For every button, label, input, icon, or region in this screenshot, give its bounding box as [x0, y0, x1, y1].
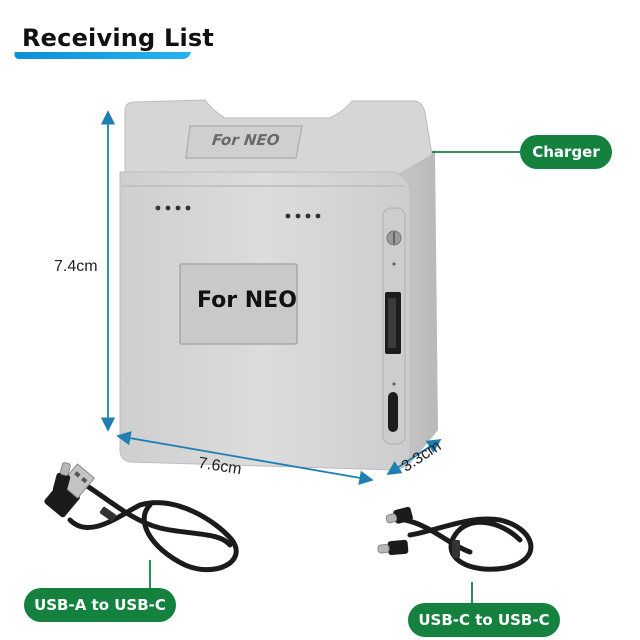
- usb-c-to-usb-c-callout: USB-C to USB-C: [408, 603, 560, 637]
- charger-callout: Charger: [520, 135, 612, 169]
- device-front-label: For NEO: [197, 288, 297, 313]
- usb-c-to-usb-c-cable: [377, 506, 534, 572]
- page-title: Receiving List: [22, 24, 215, 52]
- device-top-label: For NEO: [211, 131, 281, 149]
- usb-a-to-usb-c-callout: USB-A to USB-C: [24, 588, 176, 622]
- usb-a-to-usb-c-cable: [44, 462, 239, 573]
- charger-device: [119, 99, 438, 471]
- height-dimension: 7.4cm: [54, 258, 98, 275]
